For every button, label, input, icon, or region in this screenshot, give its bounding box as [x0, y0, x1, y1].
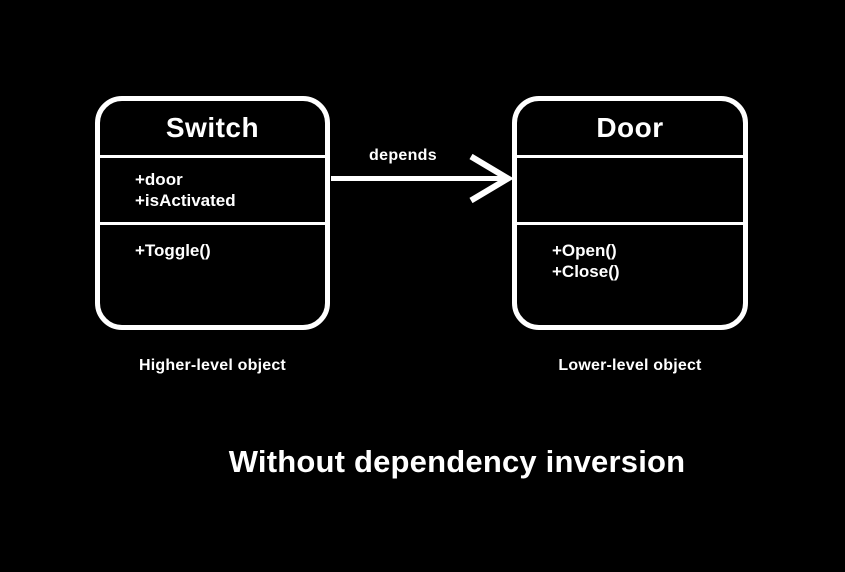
caption-lower-level-object: Lower-level object [558, 357, 702, 374]
class-name-switch: Switch [100, 101, 325, 158]
method-open: +Open() [552, 241, 617, 260]
class-box-switch: Switch +door +isActivated +Toggle() [95, 96, 330, 330]
class-attributes-door [517, 158, 743, 225]
caption-higher-level-object: Higher-level object [139, 357, 286, 374]
dependency-arrow-label: depends [369, 147, 437, 164]
dependency-arrowhead-icon [469, 153, 514, 204]
method-toggle: +Toggle() [135, 241, 211, 260]
class-methods-door: +Open() +Close() [517, 225, 743, 325]
class-name-door: Door [517, 101, 743, 158]
class-box-door: Door +Open() +Close() [512, 96, 748, 330]
method-close: +Close() [552, 262, 620, 281]
attribute-door: +door [135, 170, 183, 189]
class-methods-switch: +Toggle() [100, 225, 325, 325]
diagram-title: Without dependency inversion [228, 444, 686, 479]
class-attributes-switch: +door +isActivated [100, 158, 325, 225]
attribute-isactivated: +isActivated [135, 191, 236, 210]
